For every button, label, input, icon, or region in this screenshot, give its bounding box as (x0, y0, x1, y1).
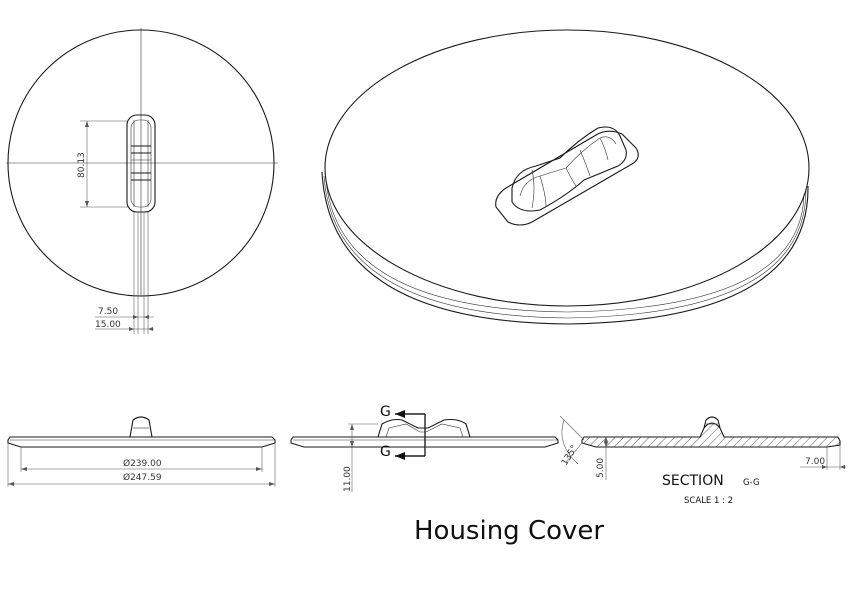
outer-diameter-label: Ø247.59 (123, 472, 162, 483)
front-view-handle (129, 416, 153, 438)
section-view: 135° 5.00 7.00 SECTION G-G SCALE 1 : 2 (559, 415, 846, 506)
front-view: Ø239.00 Ø247.59 (7, 416, 276, 487)
iso-rim-bottom (321, 171, 809, 325)
drawing-title: Housing Cover (414, 516, 604, 546)
slot-height-label: 80.13 (77, 152, 87, 178)
handle-slot (126, 114, 156, 213)
front-view-plate (7, 436, 276, 448)
top-view: 80.13 7.50 15.00 (6, 28, 278, 334)
rim-height-label: 5.00 (596, 458, 606, 478)
side-view: G G 11.00 (290, 404, 559, 492)
iso-top-surface (324, 29, 810, 307)
section-title: SECTION (662, 473, 724, 489)
iso-handle (495, 126, 639, 226)
slot-width-dimensions: 7.50 15.00 (95, 307, 154, 331)
section-marker-bottom: G (380, 444, 391, 460)
isometric-view (321, 29, 810, 325)
side-view-plate (290, 436, 559, 448)
section-cut-line: G G (380, 404, 426, 460)
section-scale: SCALE 1 : 2 (684, 496, 733, 506)
section-profile (581, 422, 841, 448)
total-height-label: 11.00 (343, 466, 353, 492)
slot-outer-width-label: 15.00 (95, 320, 121, 330)
side-view-handle (377, 418, 471, 438)
inner-diameter-label: Ø239.00 (123, 458, 162, 469)
chamfer-angle-label: 135° (560, 444, 580, 468)
slot-inner-width-label: 7.50 (98, 307, 118, 317)
section-id: G-G (743, 478, 760, 488)
rim-width-label: 7.00 (805, 457, 825, 467)
section-marker-top: G (380, 404, 391, 420)
slot-height-dimension: 80.13 (77, 120, 128, 208)
